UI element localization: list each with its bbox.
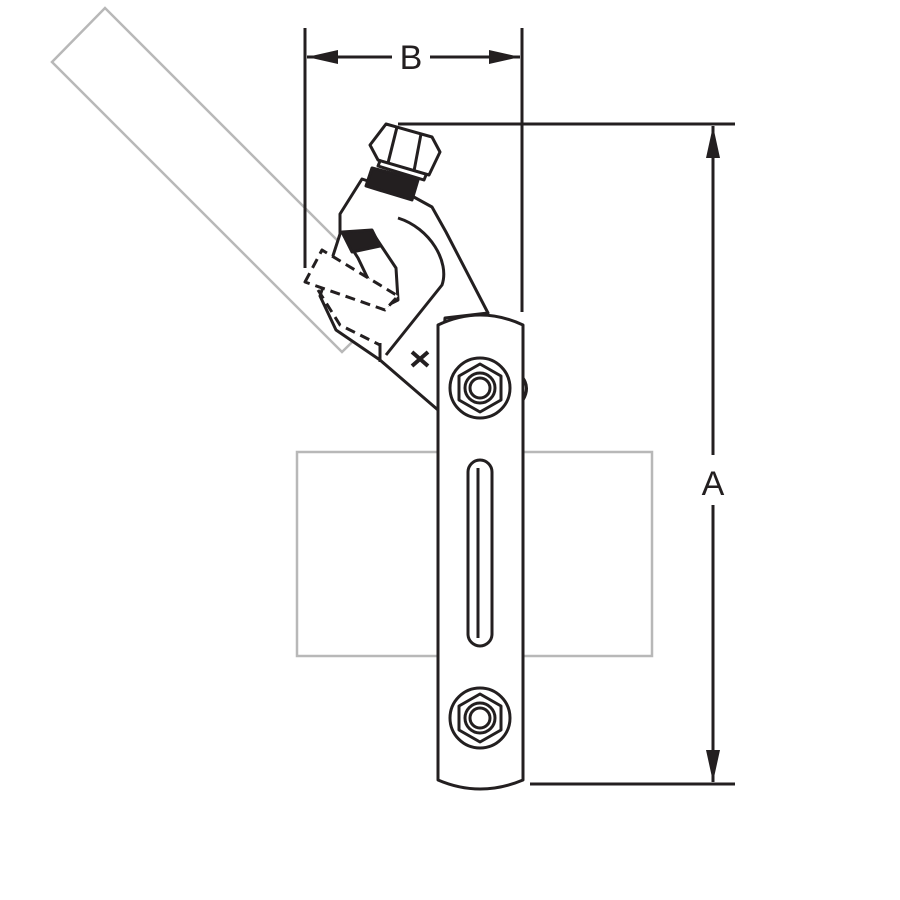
plate-edge-bump xyxy=(521,377,528,401)
center-x-mark xyxy=(410,350,430,368)
upper-nut xyxy=(448,356,512,420)
clamp-jaw-curve xyxy=(384,216,446,356)
hex-edge xyxy=(412,133,423,172)
hex-edge xyxy=(386,126,399,164)
adjustment-slot xyxy=(466,458,494,648)
dimension-a-label: A xyxy=(702,465,725,503)
conductor-end-dashed xyxy=(303,248,400,312)
set-screw-thread xyxy=(340,228,382,254)
bolt-thread xyxy=(364,166,420,202)
dimension-b xyxy=(303,28,524,312)
dimension-b-label: B xyxy=(400,39,423,77)
lower-nut xyxy=(448,686,512,750)
dimension-a xyxy=(398,122,735,786)
conductor-dashed-edge xyxy=(316,289,381,347)
